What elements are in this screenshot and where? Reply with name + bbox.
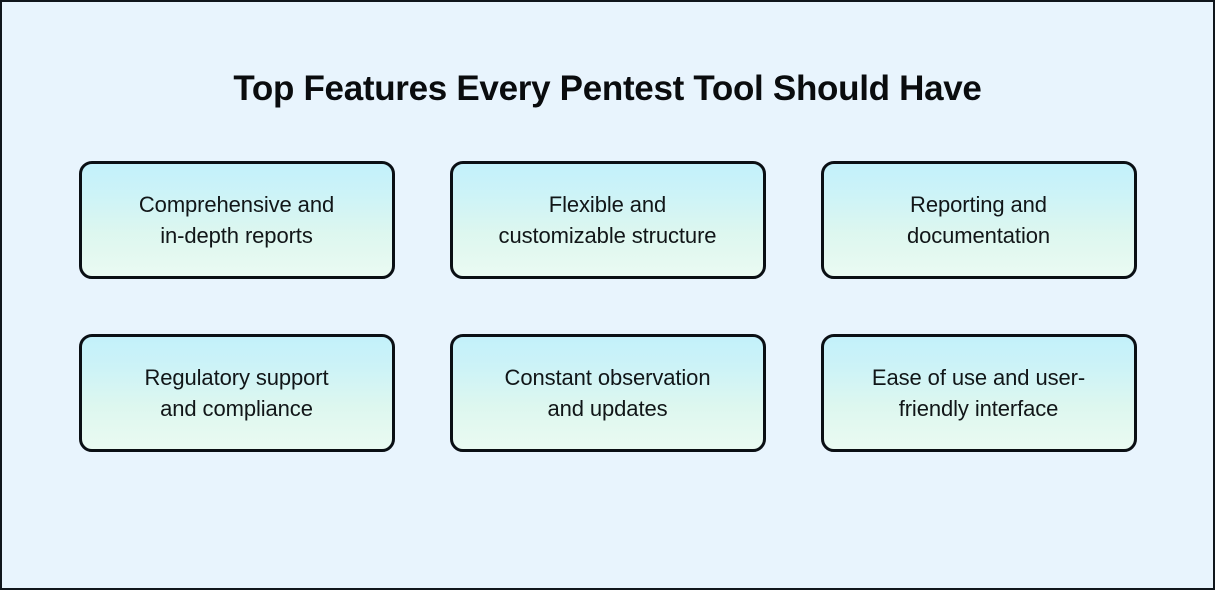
feature-card: Regulatory support and compliance [78, 333, 395, 452]
feature-card-grid: Comprehensive and in-depth reports Flexi… [78, 160, 1137, 452]
feature-card-label: Reporting and documentation [906, 191, 1051, 248]
feature-card-label: Regulatory support and compliance [144, 364, 329, 421]
page-title: Top Features Every Pentest Tool Should H… [233, 69, 982, 108]
feature-card-label: Flexible and customizable structure [498, 191, 717, 248]
feature-card-label: Constant observation and updates [504, 364, 711, 421]
feature-card: Reporting and documentation [820, 160, 1137, 279]
feature-card: Comprehensive and in-depth reports [78, 160, 395, 279]
feature-card: Ease of use and user- friendly interface [820, 333, 1137, 452]
feature-card: Constant observation and updates [449, 333, 766, 452]
feature-card-label: Ease of use and user- friendly interface [871, 364, 1086, 421]
feature-card-label: Comprehensive and in-depth reports [138, 191, 335, 248]
feature-card: Flexible and customizable structure [449, 160, 766, 279]
